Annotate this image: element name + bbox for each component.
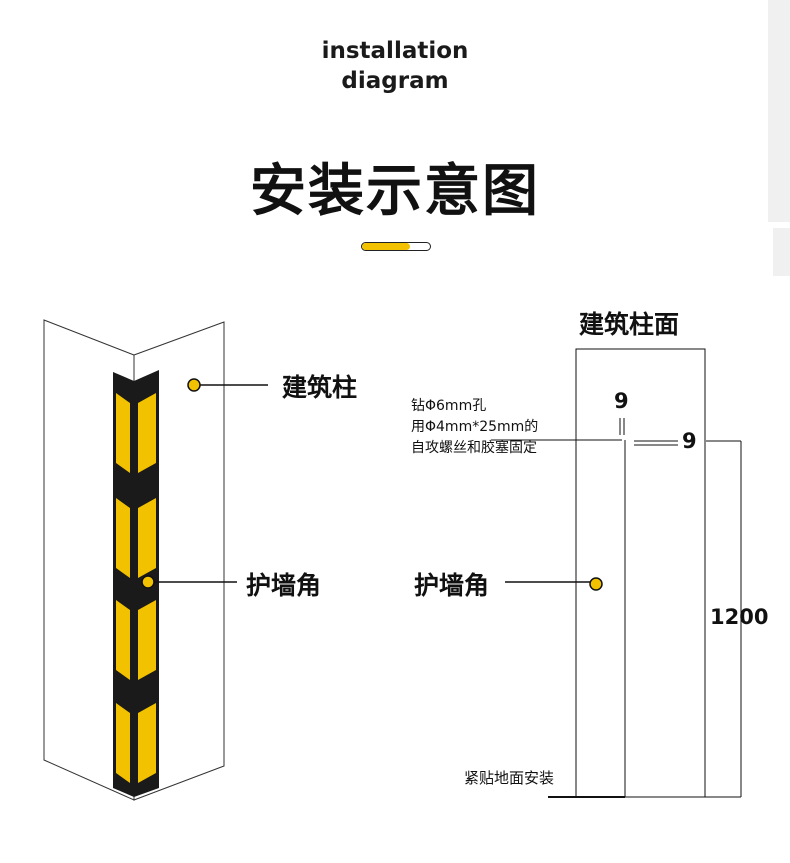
dim-gap-top: 9	[614, 389, 629, 413]
scroll-edge	[768, 0, 790, 222]
dim-gap-side: 9	[682, 429, 697, 453]
drill-note-line1: 钻Φ6mm孔	[411, 398, 487, 414]
title-english: installation diagram	[0, 36, 790, 96]
reflector-right-2	[138, 498, 156, 578]
progress-bar	[361, 242, 431, 251]
reflector-right-1	[138, 393, 156, 473]
reflector-left-4	[116, 703, 130, 783]
scroll-edge-lower	[773, 228, 790, 276]
left-callouts	[141, 378, 268, 589]
label-wall-guard-right: 护墙角	[414, 571, 490, 600]
reflector-right-4	[138, 703, 156, 783]
title-english-line2: diagram	[341, 68, 449, 94]
dim-height: 1200	[710, 605, 769, 629]
reflector-left-1	[116, 393, 130, 473]
page-title: 安装示意图	[250, 159, 540, 224]
drill-note-line2: 用Φ4mm*25mm的	[411, 419, 539, 435]
title-english-line1: installation	[321, 38, 469, 64]
label-building-column: 建筑柱	[282, 373, 358, 402]
guard-left-wing	[113, 372, 134, 797]
callout-dot-guard-right	[589, 577, 603, 591]
drill-note-line3: 自攻螺丝和胶塞固定	[411, 440, 537, 456]
reflector-right-3	[138, 600, 156, 680]
reflector-group	[116, 393, 156, 783]
label-wall-guard-left: 护墙角	[246, 571, 322, 600]
reflector-left-2	[116, 498, 130, 578]
callout-dot-column	[187, 378, 201, 392]
drill-note: 钻Φ6mm孔 用Φ4mm*25mm的 自攻螺丝和胶塞固定	[411, 396, 538, 459]
column-face-drawing	[491, 348, 742, 798]
progress-fill	[362, 243, 410, 250]
callout-dot-guard	[141, 575, 155, 589]
floor-note: 紧贴地面安装	[464, 769, 555, 787]
label-column-face: 建筑柱面	[579, 310, 680, 339]
column-face-rect	[575, 348, 706, 798]
reflector-left-3	[116, 600, 130, 680]
